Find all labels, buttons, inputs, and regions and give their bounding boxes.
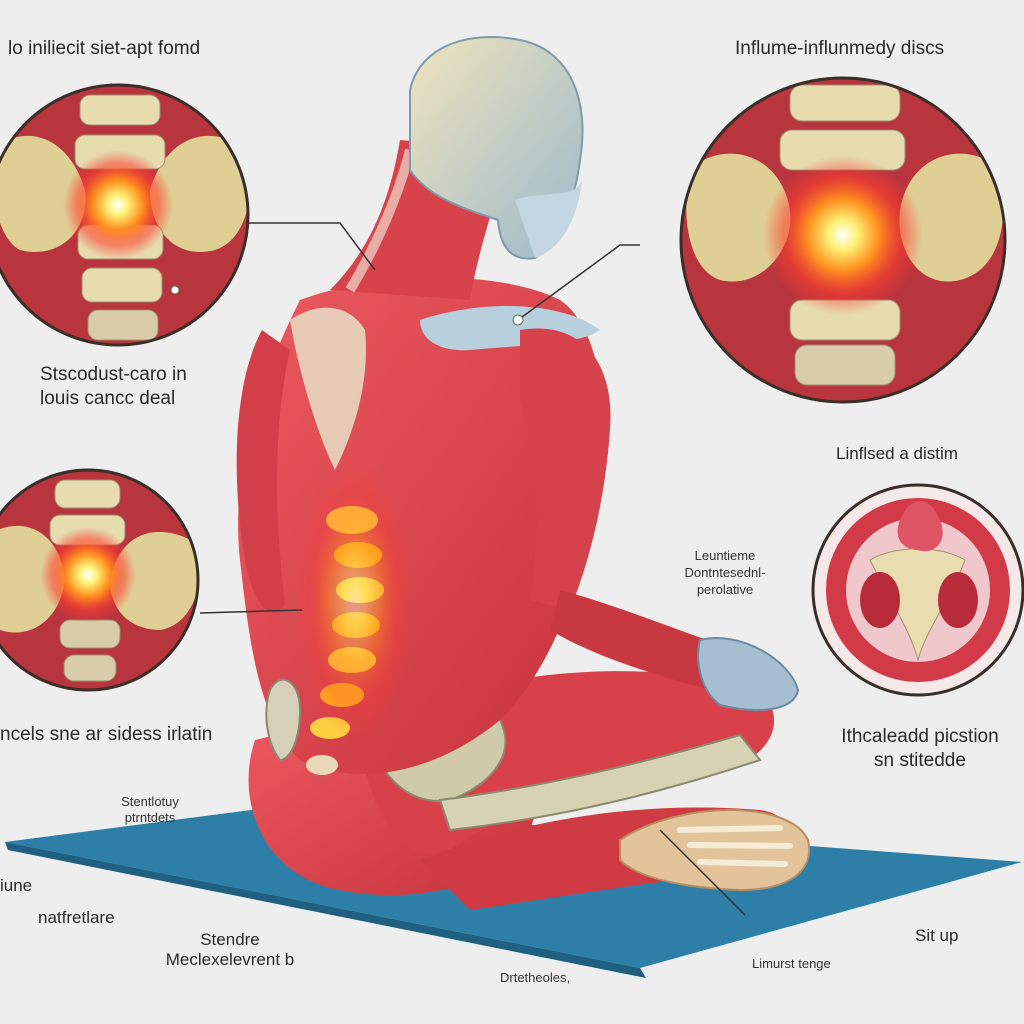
label-right-mid: Linflsed a distim [836,444,958,463]
jaw [515,180,582,258]
label-bottom-left-3: Meclexelevrent b [165,950,295,969]
upper-arm [520,328,611,610]
seated-figure [236,36,811,910]
inset-mid-right-ring [811,483,1024,697]
inset-top-right [681,78,1005,402]
label-lower-left: ncels sne ar sidess irlatin [0,724,213,745]
label-bottom-small-1: Stentlotuy [121,794,179,809]
left-arm [236,330,290,612]
trapezius-highlight [345,148,415,293]
sacrum-bone [265,678,302,762]
inset-top-left [0,85,248,345]
inset-mid-left-ring [0,468,200,692]
label-lower-right-2: sn stitedde [874,750,966,771]
yoga-mat-edge [5,842,646,978]
label-bottom-small-2: ptrntdets [124,810,176,825]
spine-inflammation [295,460,415,775]
leader-lines [199,222,746,916]
foot-bones [677,825,793,867]
hand [697,637,800,711]
inset-mid-right [813,485,1023,695]
label-bottom-left-1: natfretlare [38,908,115,927]
femur-bone [438,733,762,832]
label-mid-left-2: louis cancc deal [40,388,176,409]
inset-top-left-ring [0,83,250,347]
inset-top-right-ring [679,76,1007,404]
label-bottom-left-2: Stendre [200,930,260,949]
inset-mid-left [0,470,198,690]
label-bottom-right: Sit up [915,926,959,945]
scapula [290,307,366,470]
label-top-right: Influme-influnmedy discs [735,38,945,59]
label-top-left: lo iniliecit siet-apt fomd [8,38,201,59]
label-center-2: Dontntesednl- [684,565,766,580]
label-center-1: Leuntieme [694,548,756,563]
label-mid-left-1: Stscodust-caro in [40,364,187,385]
label-bottom-mid-right: Limurst tenge [752,956,831,971]
label-bottom-center: Drtetheoles, [500,970,571,985]
label-left-edge: iune [0,876,33,895]
label-lower-right-1: Ithcaleadd picstion [841,726,999,747]
label-center-3: perolative [696,582,754,597]
